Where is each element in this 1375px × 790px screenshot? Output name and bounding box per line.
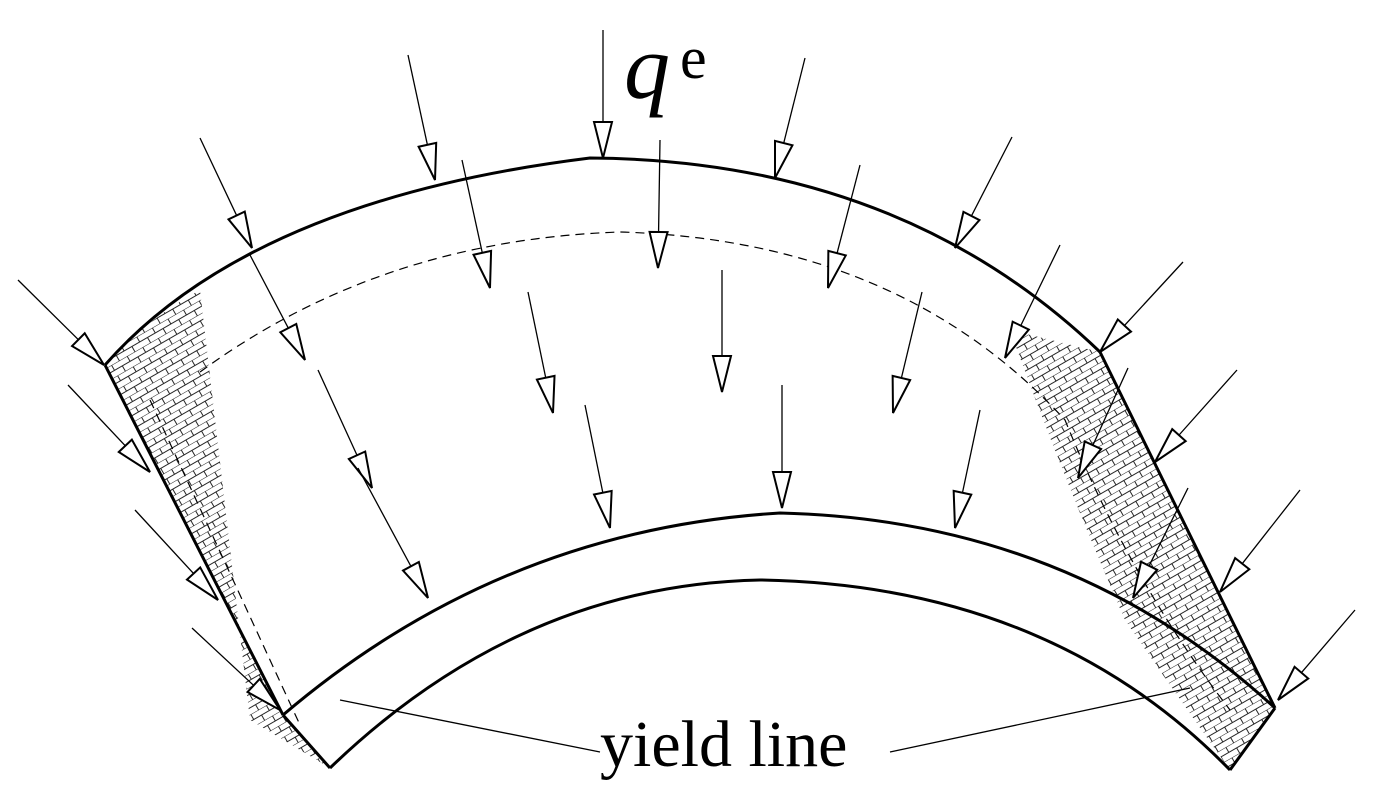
arrow-head xyxy=(401,560,429,599)
load-arrow xyxy=(952,409,981,529)
load-arrow xyxy=(1219,489,1301,593)
arrow-head xyxy=(1219,556,1251,593)
load-arrow xyxy=(1154,369,1238,463)
yield-line-label: yield line xyxy=(600,708,847,781)
load-arrow xyxy=(191,627,281,711)
arrow-shaft xyxy=(1300,609,1356,674)
yield-zone-left xyxy=(105,290,330,768)
arrow-shaft xyxy=(17,279,79,341)
arrow-head xyxy=(592,121,614,159)
arrow-shaft xyxy=(1123,261,1184,326)
left-lower-end xyxy=(281,714,332,769)
arrow-head xyxy=(891,374,912,414)
load-arrow xyxy=(954,136,1013,249)
arrow-shaft xyxy=(461,159,483,253)
load-arrow xyxy=(1132,487,1189,599)
load-arrow xyxy=(1077,367,1129,479)
arrow-shaft xyxy=(199,137,238,216)
arrow-head xyxy=(117,438,151,473)
load-arrow xyxy=(407,54,438,181)
load-arrow xyxy=(249,254,306,361)
load-arrow xyxy=(827,164,861,289)
load-arrow xyxy=(461,159,493,289)
arrow-shaft xyxy=(249,254,289,329)
arrow-head xyxy=(1132,560,1159,599)
arrow-shaft xyxy=(357,467,412,567)
arrow-head xyxy=(185,565,219,601)
arrow-shaft xyxy=(191,627,255,686)
arrow-head xyxy=(70,331,105,366)
arrow-head xyxy=(774,139,794,179)
arrow-shaft xyxy=(900,291,923,379)
dashed-inner-line xyxy=(199,231,1231,711)
load-arrow xyxy=(199,137,253,249)
load-arrow xyxy=(648,139,669,269)
arrow-head xyxy=(1277,665,1310,701)
load-arrow xyxy=(771,385,793,509)
yield-zone-right xyxy=(1010,330,1275,770)
arrow-head xyxy=(278,322,306,361)
load-arrow xyxy=(527,291,556,414)
load-arrow xyxy=(67,384,151,473)
load-arrows xyxy=(17,30,1356,711)
arrow-head xyxy=(771,471,793,509)
arrow-shaft xyxy=(1178,369,1238,436)
arrow-shaft xyxy=(67,384,126,447)
arrow-head xyxy=(1004,320,1031,359)
upper-extrados xyxy=(103,156,1102,366)
load-arrow xyxy=(17,279,105,366)
arrow-shaft xyxy=(1092,367,1129,446)
load-arrow xyxy=(1277,609,1356,701)
arrow-head xyxy=(347,450,373,489)
arrow-shaft xyxy=(527,291,547,378)
arrow-head xyxy=(535,374,556,414)
arrow-head xyxy=(1154,427,1188,463)
arrow-head xyxy=(417,141,438,181)
load-arrow xyxy=(1004,244,1061,359)
arrow-shaft xyxy=(836,164,861,254)
load-arrow xyxy=(711,270,733,393)
arrow-head xyxy=(472,249,493,289)
load-arrow xyxy=(357,467,429,599)
arrow-shaft xyxy=(584,404,604,493)
yield-leaders xyxy=(339,687,1191,753)
right-end-face xyxy=(1098,351,1277,709)
load-arrow xyxy=(317,369,373,489)
load-arrow xyxy=(891,291,923,414)
arrow-shaft xyxy=(1020,244,1061,326)
intrados xyxy=(328,578,1232,772)
arrow-head xyxy=(952,489,973,529)
load-arrow xyxy=(592,30,614,159)
arrow-head xyxy=(827,249,848,289)
arrow-shaft xyxy=(1148,487,1189,567)
arrow-head xyxy=(245,677,281,711)
load-symbol: q xyxy=(624,16,670,118)
arrow-shaft xyxy=(134,509,195,574)
arrow-shaft xyxy=(970,136,1013,217)
arrow-shaft xyxy=(783,57,806,144)
arrow-head xyxy=(954,210,982,249)
load-arrow xyxy=(584,404,613,529)
arch-outline xyxy=(103,156,1277,772)
load-arrow xyxy=(774,57,806,179)
arrow-head xyxy=(711,355,733,393)
load-arrow xyxy=(134,509,219,601)
arrow-shaft xyxy=(407,54,429,145)
arrow-shaft xyxy=(657,139,661,233)
arrow-head xyxy=(1077,440,1103,479)
load-subscript: e xyxy=(680,25,707,91)
arrow-head xyxy=(226,210,253,249)
arrow-shaft xyxy=(317,369,358,456)
arrow-head xyxy=(648,230,669,269)
arrow-shaft xyxy=(961,409,981,493)
arrow-head xyxy=(1099,317,1133,353)
arrow-head xyxy=(592,489,613,529)
middle-boundary xyxy=(282,511,1277,717)
right-lower-end xyxy=(1228,707,1277,771)
load-arrow xyxy=(1099,261,1184,353)
left-end-face xyxy=(103,364,285,716)
arrow-shaft xyxy=(1241,489,1301,565)
